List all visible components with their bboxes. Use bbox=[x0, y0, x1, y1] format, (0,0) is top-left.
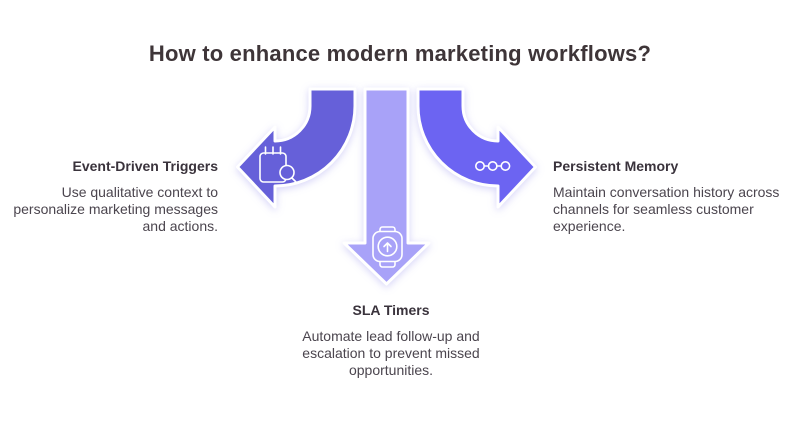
item-sla-timers: SLA Timers Automate lead follow-up and e… bbox=[296, 301, 486, 379]
notepad-search-icon bbox=[259, 146, 298, 184]
watch-dial bbox=[377, 236, 398, 257]
arrow-left bbox=[236, 87, 357, 209]
arrow-down bbox=[342, 87, 431, 286]
item-body: Maintain conversation history across cha… bbox=[553, 184, 780, 234]
item-body: Use qualitative context to personalize m… bbox=[13, 184, 218, 234]
magnifier-handle bbox=[291, 177, 298, 184]
page-title: How to enhance modern marketing workflow… bbox=[148, 41, 652, 66]
item-body: Automate lead follow-up and escalation t… bbox=[302, 328, 480, 378]
magnifier-lens bbox=[279, 164, 295, 181]
smartwatch-timer-icon bbox=[372, 226, 403, 268]
item-heading: Event-Driven Triggers bbox=[72, 158, 219, 174]
notepad-spiral bbox=[264, 146, 282, 155]
item-heading: Persistent Memory bbox=[553, 158, 679, 174]
item-event-driven-triggers: Event-Driven Triggers Use qualitative co… bbox=[10, 157, 218, 235]
item-persistent-memory: Persistent Memory Maintain conversation … bbox=[553, 157, 793, 235]
watch-up-arrow bbox=[383, 242, 392, 253]
item-heading: SLA Timers bbox=[352, 302, 430, 318]
node-chain-icon bbox=[474, 161, 511, 172]
arrow-right bbox=[416, 87, 537, 209]
